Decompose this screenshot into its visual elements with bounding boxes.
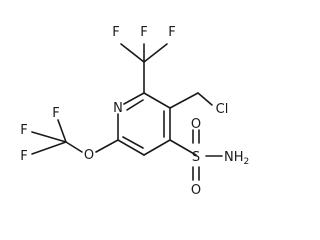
atom-s-sulfonyl: S <box>192 150 200 165</box>
atom-f-left-mid: F <box>20 123 27 138</box>
atom-nh2-main: NH <box>224 150 244 165</box>
atom-labels: F F F N Cl F F F O O S O NH2 <box>20 25 249 198</box>
atom-nh2-subscript: 2 <box>244 157 250 167</box>
atom-o-sulfonyl-top: O <box>191 117 201 132</box>
bond-lines <box>31 43 223 181</box>
atom-f-left-bottom: F <box>20 149 27 164</box>
atom-f-left-top: F <box>52 106 59 121</box>
atom-f-top-left: F <box>112 25 119 40</box>
atom-cl: Cl <box>216 102 229 117</box>
atom-f-top-center: F <box>140 25 147 40</box>
atom-f-top-right: F <box>168 25 175 40</box>
atom-o-sulfonyl-bottom: O <box>191 183 201 198</box>
chemical-structure: F F F N Cl F F F O O S O NH2 <box>20 25 249 198</box>
atom-o-ether: O <box>84 148 94 163</box>
atom-n-ring: N <box>113 101 123 116</box>
atom-nh2: NH2 <box>224 150 249 167</box>
